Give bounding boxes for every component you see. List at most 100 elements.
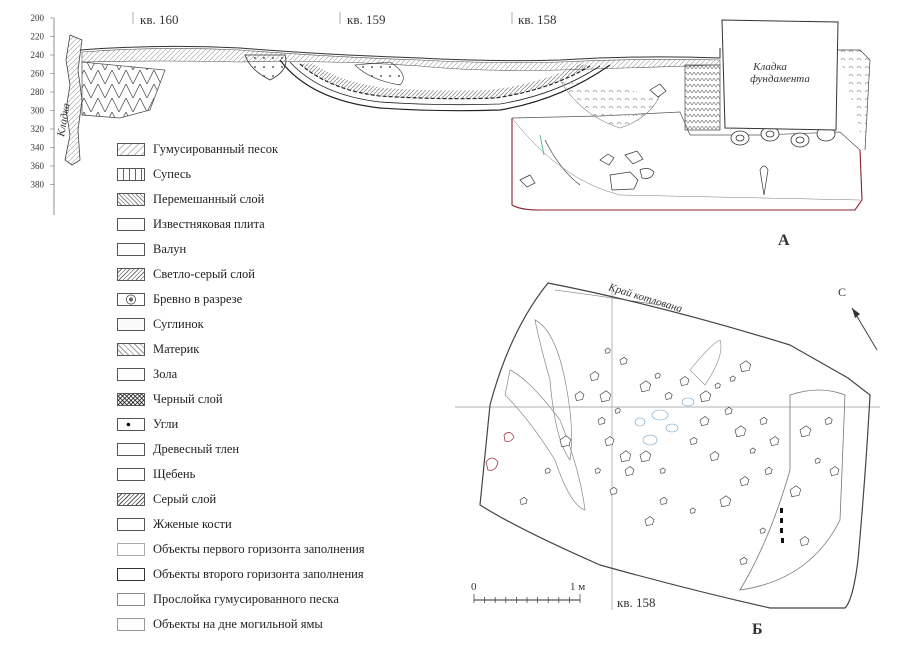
stone-mark [699,416,710,426]
legend-label: Перемешанный слой [153,192,265,206]
scale-end: 1 м [570,581,585,593]
stone-mark [749,447,756,454]
legend-swatch [117,418,145,431]
legend-label: Серый слой [153,492,217,506]
stone-mark [739,556,748,565]
legend-item: Жженые кости [117,512,417,537]
stone-mark [714,382,721,389]
legend-label: Объекты на дне могильной ямы [153,617,323,631]
depth-tick-label: 260 [31,69,45,79]
stone-mark [654,372,661,379]
stone-mark [829,466,840,476]
stone-mark [624,466,635,476]
legend-item: Прослойка гумусированного песка [117,587,417,612]
stone-mark [734,425,747,437]
legend-item: Гумусированный песок [117,137,417,162]
stone-mark [724,406,733,415]
stone-mark [639,450,652,462]
stone-mark [619,356,628,365]
legend-item: Бревно в разрезе [117,287,417,312]
scale-bar [473,594,581,603]
depth-tick-label: 220 [31,32,45,42]
stone-mark [614,407,621,414]
legend-label: Материк [153,342,200,356]
north-arrow [851,307,878,351]
stone-mark [799,425,812,437]
legend-swatch [117,243,145,256]
stone-mark [604,347,611,354]
foundation-label-2: фундамента [750,73,810,85]
legend-swatch [117,568,145,581]
legend-swatch [117,218,145,231]
stone-mark [599,390,612,402]
panel-letter-b: Б [752,621,763,638]
legend-label: Черный слой [153,392,223,406]
legend-item: Объекты на дне могильной ямы [117,612,417,637]
legend-item: Черный слой [117,387,417,412]
stone-mark [764,466,773,475]
stone-mark [644,516,655,526]
stone-mark [574,391,585,401]
legend-label: Прослойка гумусированного песка [153,592,339,606]
depth-tick-label: 300 [31,106,45,116]
square-lines [132,12,513,24]
masonry-wall [64,34,83,166]
stone-mark [729,375,736,382]
legend-label: Объекты первого горизонта заполнения [153,542,365,556]
depth-tick-label: 320 [31,124,45,134]
legend-label: Зола [153,367,178,381]
legend-item: Светло-серый слой [117,262,417,287]
depth-tick-label: 240 [31,50,45,60]
legend-swatch [117,518,145,531]
legend-item: Известняковая плита [117,212,417,237]
stone-mark [519,496,528,505]
legend-item: Суглинок [117,312,417,337]
legend-swatch [117,618,145,631]
plan-drawing: Край котлована С 0 1 м кв. 158 [455,281,880,610]
legend-swatch [117,343,145,356]
legend-item: Угли [117,412,417,437]
stone-mark [619,450,632,462]
stone-mark [699,390,712,402]
legend-label: Гумусированный песок [153,142,279,156]
legend-swatch [117,593,145,606]
legend-item: Щебень [117,462,417,487]
foundation-block [721,19,839,131]
stone-mark [799,536,810,546]
legend-label: Щебень [153,467,196,481]
stone-mark [664,391,673,400]
square-label-158: кв. 158 [518,12,556,27]
legend-label: Супесь [153,167,192,181]
stone-mark [544,467,551,474]
legend-label: Жженые кости [153,517,232,531]
legend-label: Суглинок [153,317,204,331]
depth-tick-label: 340 [31,143,45,153]
stone-mark [559,435,572,447]
pit-outline [479,282,871,609]
depth-tick-label: 360 [31,161,45,171]
legend-swatch [117,393,145,406]
legend-swatch [117,193,145,206]
legend-item: Валун [117,237,417,262]
square-label-160: кв. 160 [140,12,178,27]
legend-item: Супесь [117,162,417,187]
stone-mark [789,485,802,497]
legend-swatch [117,318,145,331]
stone-mark [689,507,696,514]
legend-item: Объекты второго горизонта заполнения [117,562,417,587]
stone-mark [814,457,821,464]
legend-label: Бревно в разрезе [153,292,243,306]
stone-mark [719,495,732,507]
legend-swatch [117,143,145,156]
legend-swatch [117,493,145,506]
stone-mark [609,486,618,495]
legend-item: Материк [117,337,417,362]
stone-mark [824,416,833,425]
stone-mark [759,416,768,425]
legend-item: Объекты первого горизонта заполнения [117,537,417,562]
depth-tick-label: 380 [31,180,45,190]
depth-tick-label: 200 [31,13,45,23]
legend-label: Светло-серый слой [153,267,255,281]
legend-swatch [117,543,145,556]
